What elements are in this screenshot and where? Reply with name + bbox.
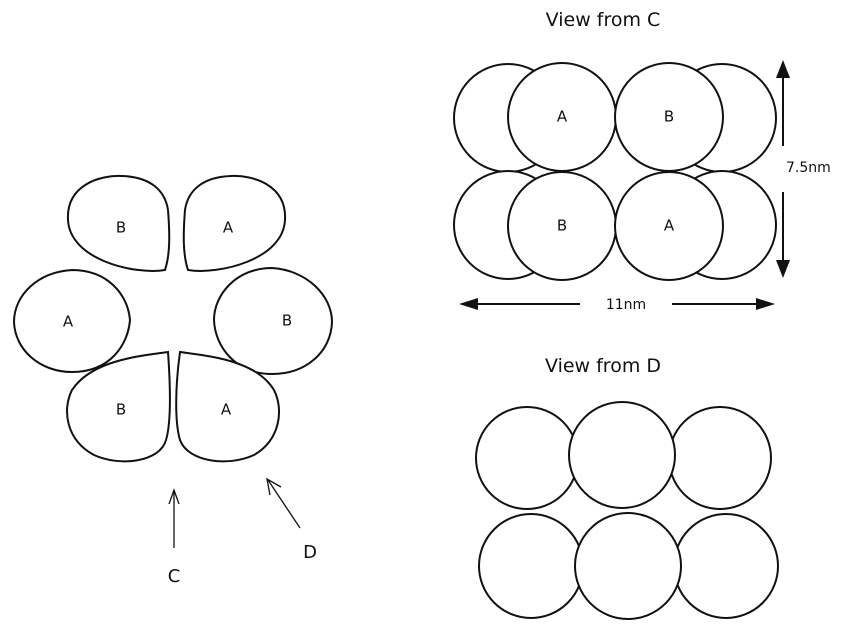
height-dimension: 7.5nm — [776, 60, 831, 278]
view-c-arrow-label: C — [168, 566, 181, 587]
hexamer-ring: B A B A B A — [12, 174, 334, 463]
subunit-label-bottom-left: B — [116, 401, 126, 419]
view-d-arrow-label: D — [303, 542, 317, 563]
arrow-right-icon — [756, 298, 775, 310]
view-d-subunit — [668, 406, 772, 510]
view-c-arrow: C — [168, 488, 181, 587]
subunit-label-right: B — [282, 312, 292, 330]
arrow-left-icon — [459, 298, 478, 310]
width-label: 11nm — [606, 297, 646, 313]
view-c-label-bottom-left: B — [557, 217, 567, 235]
subunit-label-top-right: A — [223, 219, 234, 237]
subunit-label-top-left: B — [116, 219, 126, 237]
view-d-subunit — [673, 513, 779, 619]
view-d-subunit — [475, 406, 579, 510]
subunit-label-left: A — [63, 313, 74, 331]
view-c-label-top-left: A — [557, 108, 568, 126]
subunit-bottom-left — [66, 350, 171, 463]
subunit-top-left — [66, 174, 171, 272]
view-c-title: View from C — [546, 9, 661, 31]
view-d-arrow: D — [266, 477, 317, 563]
view-c-label-bottom-right: A — [664, 217, 675, 235]
subunit-top-right — [182, 174, 287, 272]
height-label: 7.5nm — [786, 160, 831, 176]
subunit-right — [212, 266, 334, 376]
view-d-subunit — [568, 401, 676, 509]
view-d-subunit — [478, 513, 584, 619]
view-d-subunit — [574, 512, 682, 620]
subunit-bottom-right — [175, 350, 281, 463]
arrow-down-icon — [776, 260, 790, 278]
width-dimension: 11nm — [459, 297, 775, 313]
view-d-title: View from D — [545, 355, 661, 377]
view-c-label-top-right: B — [664, 108, 674, 126]
subunit-label-bottom-right: A — [221, 401, 232, 419]
view-c-side: A B B A — [453, 62, 777, 281]
arrow-up-icon — [776, 60, 790, 78]
view-d-side — [475, 401, 779, 620]
subunit-left — [12, 268, 132, 374]
view-c-subunit — [614, 171, 724, 281]
